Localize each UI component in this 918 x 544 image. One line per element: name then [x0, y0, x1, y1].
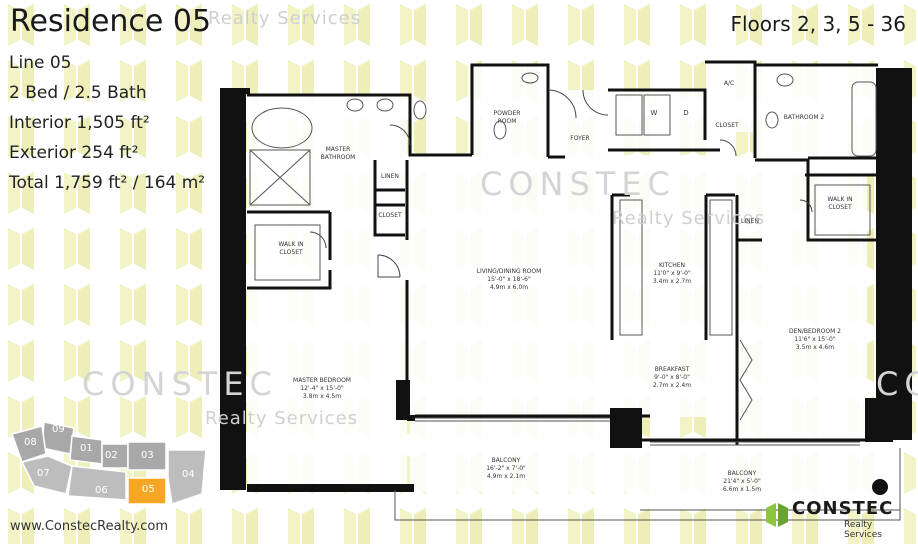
- key-plan: [11, 421, 207, 505]
- line-label: Line 05: [9, 53, 72, 73]
- room-kitchen: KITCHEN 11'0" x 9'-0" 3.4m x 2.7m: [652, 262, 692, 285]
- keyplan-unit-05: [127, 477, 167, 505]
- room-balcony-1: BALCONY 16'-2" x 7'-0" 4.9m x 2.1m: [486, 457, 526, 480]
- exterior-area-label: Exterior 254 ft²: [9, 143, 139, 163]
- beds-baths-label: 2 Bed / 2.5 Bath: [9, 83, 147, 103]
- keyplan-label-06: 06: [95, 485, 108, 496]
- room-linen-2: LINEN: [741, 218, 759, 225]
- room-closet-1: CLOSET: [378, 212, 402, 219]
- keyplan-unit-07: [20, 455, 73, 495]
- floors-prefix: Floors: [730, 12, 798, 36]
- room-living-dining: LIVING/DINING ROOM 15'-0" x 18'-6" 4.9m …: [476, 268, 542, 291]
- room-master-bathroom: MASTER BATHROOM: [320, 146, 356, 161]
- website-link[interactable]: www.ConstecRealty.com: [10, 519, 168, 534]
- logo-mark-icon: [766, 503, 788, 527]
- keyplan-label-09: 09: [52, 424, 65, 435]
- keyplan-label-01: 01: [80, 443, 93, 454]
- floors-value: 2, 3, 5 - 36: [797, 12, 906, 36]
- constec-logo: CONSTEC Realty Services: [764, 498, 904, 540]
- logo-wordmark: CONSTEC: [792, 498, 894, 519]
- watermark-brand-2: CONSTEC: [82, 365, 278, 403]
- keyplan-label-08: 08: [24, 437, 37, 448]
- dryer-label: D: [683, 109, 689, 117]
- keyplan-unit-08: [11, 425, 47, 463]
- total-area-label: Total 1,759 ft² / 164 m²: [9, 173, 206, 193]
- keyplan-unit-04: [167, 449, 207, 505]
- room-master-bedroom: MASTER BEDROOM 12'-4" x 15'-0" 3.8m x 4.…: [293, 377, 351, 400]
- floors-label: Floors 2, 3, 5 - 36: [730, 12, 906, 36]
- logo-subtitle: Realty Services: [844, 520, 882, 540]
- keyplan-label-02: 02: [105, 450, 118, 461]
- watermark-sub-3: Realty Services: [208, 8, 362, 29]
- keyplan-unit-03: [127, 441, 167, 471]
- room-linen-1: LINEN: [381, 173, 399, 180]
- room-walk-in-closet: WALK IN CLOSET: [278, 241, 304, 256]
- room-foyer: FOYER: [570, 135, 590, 142]
- keyplan-label-04: 04: [182, 469, 195, 480]
- keyplan-label-07: 07: [37, 468, 50, 479]
- watermark-brand-3: CONSTEC: [876, 365, 918, 403]
- keyplan-label-03: 03: [141, 450, 154, 461]
- room-balcony-2: BALCONY 21'4" x 5'-0" 6.6m x 1.5m: [722, 470, 762, 493]
- interior-area-label: Interior 1,505 ft²: [9, 113, 150, 133]
- watermark-sub: Realty Services: [612, 208, 766, 229]
- washer-label: W: [650, 109, 658, 117]
- room-den-bedroom-2: DEN/BEDROOM 2 11'6" x 15'-0" 3.5m x 4.6m: [789, 328, 841, 351]
- watermark-brand: CONSTEC: [480, 165, 676, 203]
- residence-title: Residence 05: [10, 4, 212, 39]
- keyplan-unit-06: [67, 465, 127, 501]
- room-closet-hall: CLOSET: [715, 122, 739, 129]
- room-walk-in-closet-2: WALK IN CLOSET: [827, 196, 853, 211]
- room-breakfast: BREAKFAST 9'-0" x 8'-0" 2.7m x 2.4m: [652, 366, 692, 389]
- room-ac: A/C: [723, 80, 735, 87]
- keyplan-label-05: 05: [142, 484, 155, 495]
- watermark-sub-2: Realty Services: [205, 408, 359, 429]
- room-bathroom-2: BATHROOM 2: [783, 114, 825, 121]
- room-powder-room: POWDER ROOM: [493, 110, 521, 125]
